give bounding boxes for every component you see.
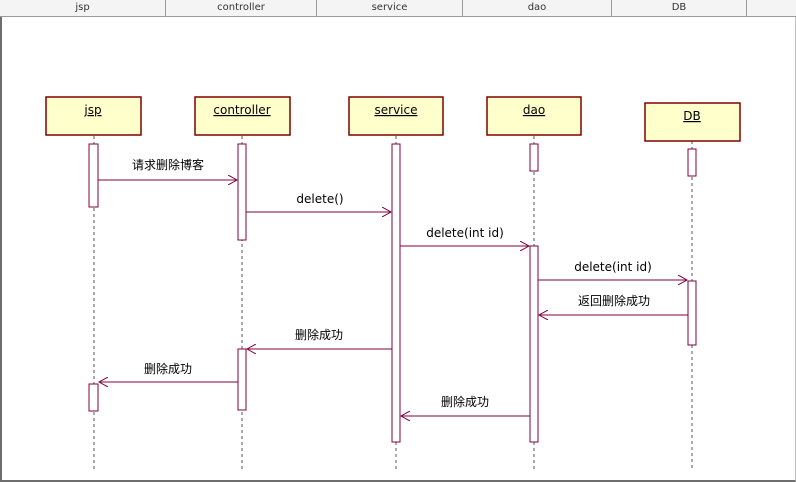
lifeline-label-db: DB [683, 109, 700, 123]
message-label-request-delete: 请求删除博客 [132, 157, 204, 172]
message-label-return-deleted: 返回删除成功 [578, 293, 650, 308]
message-label-delete: delete() [296, 192, 343, 206]
header-column-jsp[interactable]: jsp [0, 0, 166, 16]
message-label-deleted-to-service: 删除成功 [441, 394, 489, 409]
activation-controller-2 [237, 348, 247, 411]
activation-jsp-1 [88, 143, 99, 208]
activation-dao-2 [529, 245, 539, 443]
lifeline-label-dao: dao [523, 103, 545, 117]
message-label-deleted-to-jsp: 删除成功 [144, 361, 192, 376]
lifeline-box-jsp[interactable] [45, 96, 142, 136]
lifeline-label-controller: controller [213, 103, 270, 117]
lifeline-label-service: service [375, 103, 418, 117]
activation-db-1 [687, 148, 697, 177]
message-label-delete-int-id-db: delete(int id) [574, 260, 652, 274]
header-column-controller[interactable]: controller [166, 0, 317, 16]
activation-jsp-2 [88, 383, 99, 412]
activation-service [391, 143, 401, 443]
activation-controller-1 [237, 143, 247, 241]
message-label-deleted-to-controller: 删除成功 [295, 327, 343, 342]
header-bar: jsp controller service dao DB [0, 0, 796, 17]
lifeline-label-jsp: jsp [83, 103, 101, 117]
lifeline-box-controller[interactable] [194, 96, 291, 136]
header-column-dao[interactable]: dao [463, 0, 612, 16]
lifeline-box-dao[interactable] [486, 96, 582, 136]
message-label-delete-int-id-dao: delete(int id) [426, 226, 504, 240]
header-column-service[interactable]: service [317, 0, 463, 16]
activation-dao-1 [529, 143, 539, 172]
header-column-db[interactable]: DB [612, 0, 747, 16]
lifeline-box-db[interactable] [644, 102, 741, 142]
lifeline-box-service[interactable] [348, 96, 444, 136]
activation-db-2 [687, 280, 697, 346]
